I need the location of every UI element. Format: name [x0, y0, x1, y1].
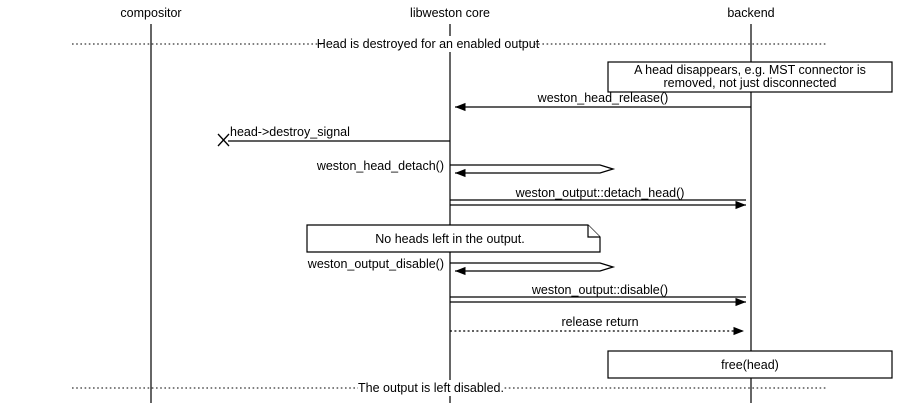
note-no-heads-left: No heads left in the output.: [306, 224, 601, 253]
message-weston-output-detach-head-label: weston_output::detach_head(): [515, 186, 685, 200]
message-weston-output-disable-label: weston_output::disable(): [531, 283, 668, 297]
separator-bottom-label: The output is left disabled.: [358, 381, 504, 395]
note-no-heads-left-text: No heads left in the output.: [375, 232, 524, 246]
actor-headers: compositor libweston core backend: [120, 6, 774, 20]
separator-top-text-backdrop: [322, 36, 534, 52]
note-no-heads-left-box: [306, 224, 601, 253]
message-release-return: release return: [450, 315, 744, 336]
separator-top: Head is destroyed for an enabled output: [72, 36, 828, 52]
message-weston-head-release-label: weston_head_release(): [537, 91, 669, 105]
message-weston-output-disable-call-label: weston_output_disable(): [307, 257, 444, 271]
note-free-head-box: [607, 350, 893, 379]
message-weston-output-detach-head: weston_output::detach_head(): [450, 186, 746, 210]
note-mst-connector: A head disappears, e.g. MST connector is…: [607, 61, 893, 93]
note-no-heads-left-fold-icon: [587, 225, 600, 238]
note-free-head: free(head): [607, 350, 893, 379]
message-weston-head-detach-loop: [450, 164, 616, 178]
separator-bottom: The output is left disabled.: [72, 380, 828, 396]
note-mst-connector-line-1: A head disappears, e.g. MST connector is: [634, 63, 866, 77]
note-free-head-text: free(head): [721, 358, 779, 372]
message-head-destroy-signal: head->destroy_signal: [217, 125, 450, 147]
separator-top-label: Head is destroyed for an enabled output: [317, 37, 540, 51]
message-release-return-label: release return: [561, 315, 638, 329]
separator-bottom-text-backdrop: [358, 380, 504, 396]
actor-label-backend: backend: [727, 6, 774, 20]
destroy-signal-x-icon: [217, 133, 230, 147]
message-weston-output-disable: weston_output::disable(): [450, 283, 746, 307]
message-weston-output-disable-call-loop: [450, 262, 616, 276]
actor-label-compositor: compositor: [120, 6, 181, 20]
message-weston-head-detach-label: weston_head_detach(): [316, 159, 444, 173]
actor-label-libweston-core: libweston core: [410, 6, 490, 20]
message-weston-head-release: weston_head_release(): [455, 91, 751, 112]
message-weston-output-disable-call: weston_output_disable(): [307, 257, 616, 276]
message-weston-head-detach: weston_head_detach(): [316, 159, 616, 178]
message-head-destroy-signal-label: head->destroy_signal: [230, 125, 350, 139]
note-mst-connector-box: [607, 61, 893, 93]
note-mst-connector-line-2: removed, not just disconnected: [663, 76, 836, 90]
